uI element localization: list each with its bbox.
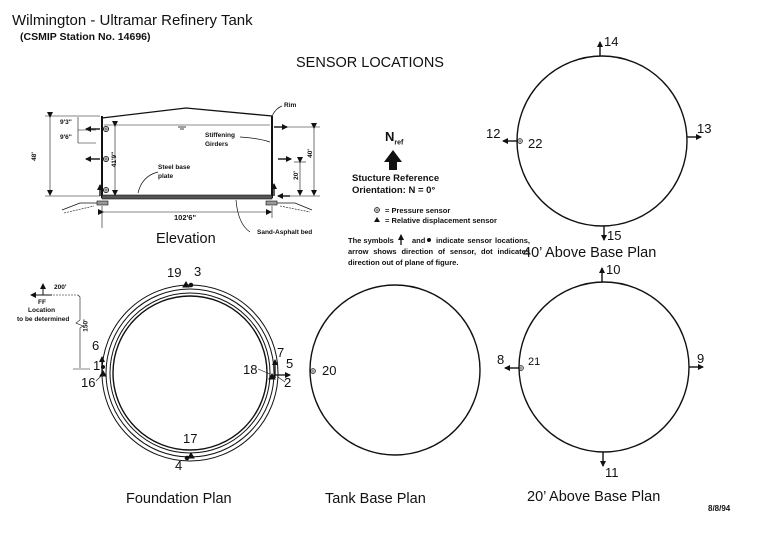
plan-base-drawing <box>309 284 481 456</box>
plan-base-caption: Tank Base Plan <box>325 491 426 507</box>
tank-outline <box>516 55 688 227</box>
sensor-6-label: 6 <box>92 338 100 353</box>
ff-label: FF <box>38 299 46 306</box>
orientation-line2: Orientation: N = 0° <box>352 185 436 196</box>
sensor-16-label: 16 <box>81 375 96 390</box>
station-subtitle: (CSMIP Station No. 14696) <box>20 31 151 43</box>
pressure-sensor-icon <box>518 365 524 371</box>
displacement-sensor-icon <box>99 370 107 377</box>
date-stamp: 8/8/94 <box>708 504 731 513</box>
tank-roof <box>101 107 273 119</box>
sensor-10-label: 10 <box>606 262 621 277</box>
sensor-dot-icon <box>188 282 194 288</box>
sensor-dot-icon <box>184 455 190 461</box>
sensor-dot-icon <box>101 365 105 369</box>
ring-3 <box>109 292 271 454</box>
dim-total-height: 48' <box>30 152 38 161</box>
sensor-21-label: 21 <box>528 356 541 368</box>
north-arrow-icon <box>384 150 402 170</box>
ff-dim-y: 150' <box>82 319 90 332</box>
page-title: Wilmington - Ultramar Refinery Tank <box>12 12 253 29</box>
dim-second-offset: 9'6" <box>60 134 72 141</box>
sensor-3-label: 3 <box>194 264 202 279</box>
dim-right-20: 20' <box>292 171 300 180</box>
legend-displacement-label: = Relative displacement sensor <box>385 216 497 225</box>
ff-location-line2: to be determined <box>17 316 70 323</box>
tank-outline <box>518 281 690 453</box>
rim-label: Rim <box>284 102 297 109</box>
tank-outline <box>309 284 481 456</box>
sensor-15-label: 15 <box>607 228 622 243</box>
steel-base-plate <box>101 194 273 200</box>
pressure-sensor-icon <box>310 368 316 374</box>
girders-label: Girders <box>205 141 229 148</box>
pressure-sensor-icon <box>517 138 523 144</box>
dim-top-offset: 9'3" <box>60 119 72 126</box>
dim-liquid-height: 41'9" <box>111 151 119 168</box>
ff-dim-x: 200' <box>54 284 67 291</box>
stiffening-label: Stiffening <box>205 132 235 139</box>
sensor-18-label: 18 <box>243 362 258 377</box>
plan-foundation-caption: Foundation Plan <box>126 491 232 507</box>
plan-foundation-drawing <box>30 281 291 462</box>
sensor-9-label: 9 <box>697 351 705 366</box>
sensor-14-label: 14 <box>604 34 619 49</box>
sensor-22-label: 22 <box>528 136 543 151</box>
displacement-sensor-icon <box>268 373 276 380</box>
sensor-13-label: 13 <box>697 121 712 136</box>
dim-width: 102'6" <box>174 213 197 222</box>
legend-note: indicate sensor locations, arrow shows d… <box>348 236 530 267</box>
sensor-17-label: 17 <box>183 431 198 446</box>
legend-note-mid: and <box>412 236 426 245</box>
sensor-8-label: 8 <box>497 352 505 367</box>
ff-location-line1: Location <box>28 307 56 314</box>
sensor-4-label: 4 <box>175 458 183 473</box>
sensor-7-label: 7 <box>277 345 285 360</box>
sensor-19-label: 19 <box>167 265 182 280</box>
elevation-sensors <box>85 124 292 199</box>
steel-base-label: Steel base <box>158 164 191 171</box>
plan-40-drawing <box>502 41 702 241</box>
pressure-sensor-icon <box>103 186 110 193</box>
elevation-drawing <box>45 105 320 233</box>
sensor-20-label: 20 <box>322 363 337 378</box>
north-label: Nref <box>385 129 404 147</box>
displacement-sensor-icon <box>187 452 195 459</box>
displacement-sensor-icon <box>182 281 190 288</box>
legend-note-prefix: The symbols <box>348 236 394 245</box>
sensor-12-label: 12 <box>486 126 501 141</box>
sensor-1-label: 1 <box>93 358 101 373</box>
pressure-sensor-icon <box>103 126 110 133</box>
pressure-sensor-icon <box>103 155 110 162</box>
dim-right-40: 40' <box>306 149 314 158</box>
legend-dot-icon <box>427 238 431 242</box>
sensor-11-label: 11 <box>605 465 619 480</box>
plan-20-drawing <box>504 267 704 467</box>
orientation-line1: Stucture Reference <box>352 173 440 184</box>
legend-pressure-icon <box>374 207 380 213</box>
legend-pressure-label: = Pressure sensor <box>385 206 451 215</box>
sensor-locations-heading: SENSOR LOCATIONS <box>296 55 444 71</box>
plate-label: plate <box>158 173 174 180</box>
legend-displacement-icon <box>374 217 380 222</box>
sensor-2-label: 2 <box>284 375 292 390</box>
sensor-5-label: 5 <box>286 356 294 371</box>
elevation-caption: Elevation <box>156 231 216 247</box>
sand-asphalt-label: Sand-Asphalt bed <box>257 229 313 236</box>
plan-20-caption: 20’ Above Base Plan <box>527 489 661 505</box>
plan-40-caption: 40’ Above Base Plan <box>523 245 657 261</box>
